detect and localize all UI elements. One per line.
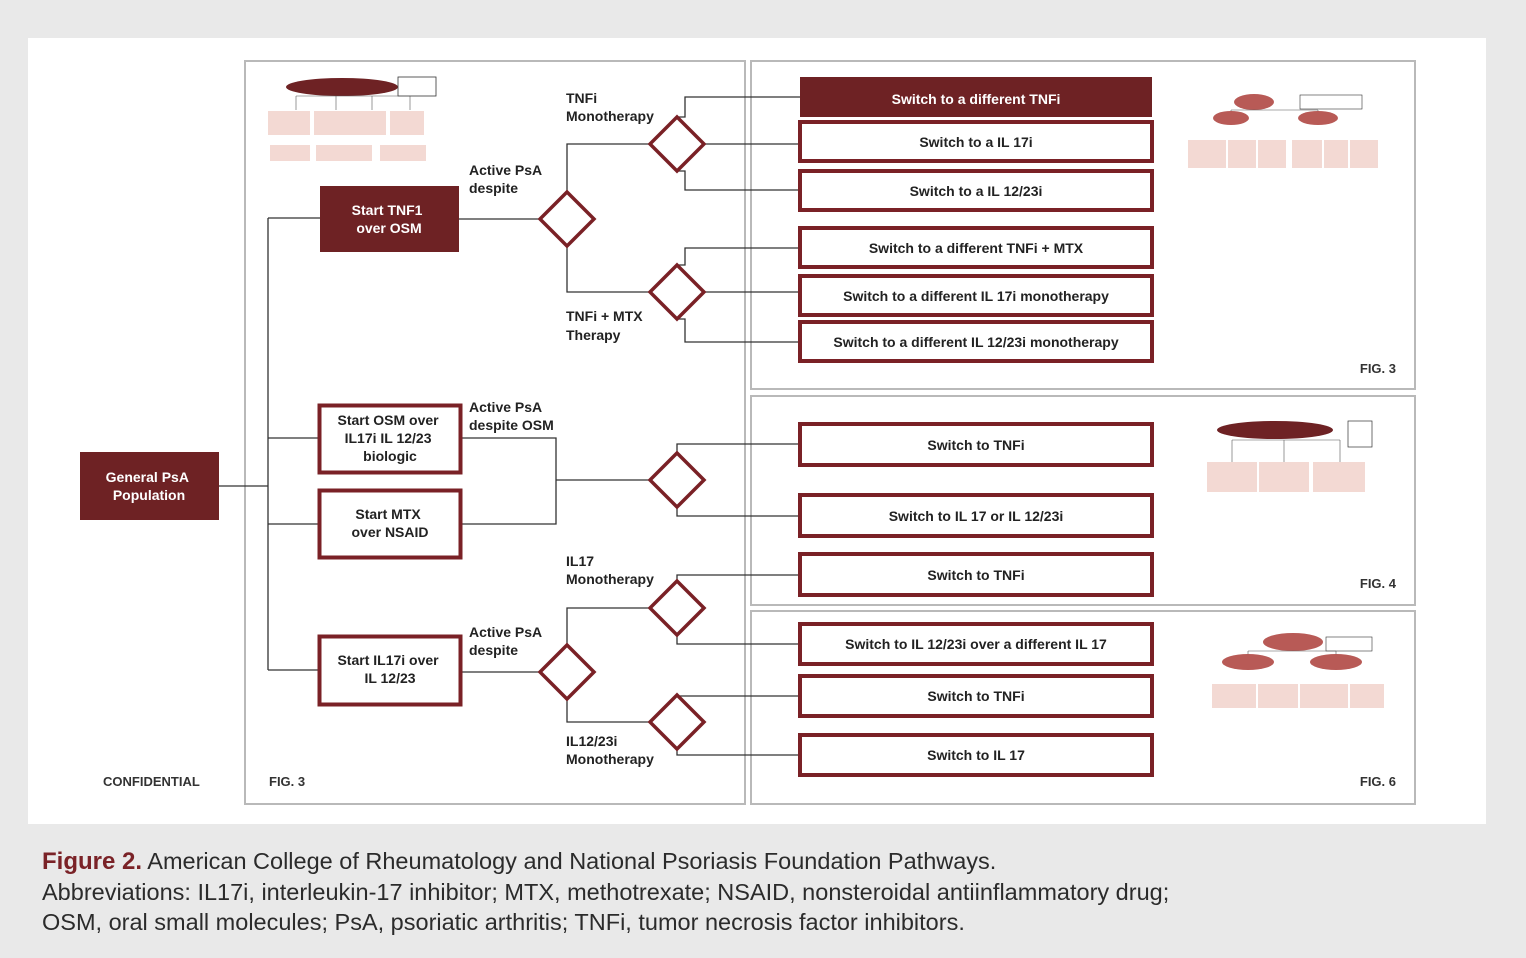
decision-diamond [537, 642, 597, 702]
svg-text:Start IL17i over IL 12/23: Start IL17i over IL 12/23 [337, 652, 442, 686]
start-osm-line2: IL17i IL 12/23 [345, 430, 432, 446]
right-frame-top [750, 60, 1416, 390]
start-osm-box [317, 403, 463, 475]
svg-text:Start TNF1 over OSM: Start TNF1 over OSM [352, 202, 427, 236]
thumbnail-right-top [1188, 94, 1378, 168]
label-active-despite-osm: Active PsA despite OSM [469, 399, 554, 433]
start-mtx-box [317, 488, 463, 560]
start-mtx-line1: Start MTX [355, 506, 421, 522]
outcome-box [798, 733, 1154, 777]
start-il17-box [317, 634, 463, 707]
outcome-text: Switch to a IL 12/23i [910, 183, 1043, 199]
start-tnf-line1: Start TNF1 [352, 202, 423, 218]
caption-title: American College of Rheumatology and Nat… [142, 848, 997, 874]
outcome-text: Switch to TNFi [927, 688, 1024, 704]
thumbnail-right-bot [1212, 633, 1384, 708]
outcome-box [798, 274, 1154, 317]
label-active-despite-1: Active PsA despite [469, 162, 546, 196]
label-tnfi-mono: TNFi Monotherapy [566, 90, 654, 124]
label-il1223-mono: IL12/23i Monotherapy [566, 733, 654, 767]
decision-diamond [537, 189, 597, 249]
right-frame-mid [750, 395, 1416, 606]
start-osm-line1: Start OSM over [337, 412, 439, 428]
outcome-text: Switch to IL 12/23i over a different IL … [845, 636, 1107, 652]
outcome-box [798, 120, 1154, 163]
caption-figure-label: Figure 2. [42, 848, 143, 875]
decision-diamonds [537, 114, 707, 752]
thumbnail-right-mid [1207, 420, 1373, 492]
general-psa-line2: Population [113, 487, 185, 503]
outcome-box [798, 169, 1154, 212]
fig-label-right-bot: FIG. 6 [1360, 774, 1396, 789]
outcome-box [798, 493, 1154, 538]
right-frame-bot [750, 610, 1416, 805]
outcome-box [798, 320, 1154, 363]
decision-diamond [647, 114, 707, 174]
label-active-despite-2: Active PsA despite [469, 624, 546, 658]
outcome-box-filled [800, 77, 1152, 117]
left-frame [244, 60, 746, 805]
start-il17-line1: Start IL17i over [337, 652, 439, 668]
outcome-text: Switch to a different IL 17i monotherapy [843, 288, 1109, 304]
general-psa-line1: General PsA [106, 469, 189, 485]
figure-caption: Figure 2. American College of Rheumatolo… [42, 846, 1492, 937]
start-tnf-line2: over OSM [356, 220, 421, 236]
outcome-text: Switch to IL 17 or IL 12/23i [889, 508, 1064, 524]
decision-diamond [647, 692, 707, 752]
svg-text:Start OSM over IL17i IL 12: Start OSM over IL17i IL 12/23 biologic [337, 412, 442, 464]
start-il17-line2: IL 12/23 [364, 670, 415, 686]
outcome-text: Switch to TNFi [927, 437, 1024, 453]
fig-label-right-top: FIG. 3 [1360, 361, 1396, 376]
outcome-box [798, 422, 1154, 467]
decision-diamond [647, 262, 707, 322]
svg-text:Start MTX over NSAID: Start MTX over NSAID [351, 506, 428, 540]
confidential-label: CONFIDENTIAL [103, 774, 200, 789]
thumbnail-left-top [268, 76, 437, 161]
outcome-text: Switch to a different TNFi [892, 91, 1061, 107]
start-osm-line3: biologic [363, 448, 417, 464]
outcome-box [798, 622, 1154, 666]
caption-abbreviations-line1: Abbreviations: IL17i, interleukin-17 inh… [42, 879, 1170, 905]
outcome-box [798, 226, 1154, 269]
outcome-text: Switch to a different IL 12/23i monother… [833, 334, 1118, 350]
start-mtx-line2: over NSAID [351, 524, 428, 540]
label-il17-mono: IL17 Monotherapy [566, 553, 654, 587]
outcome-box [798, 674, 1154, 718]
outcome-text: Switch to a IL 17i [919, 134, 1032, 150]
decision-diamond [647, 450, 707, 510]
decision-diamond [647, 578, 707, 638]
fig-label-left: FIG. 3 [269, 774, 305, 789]
outcome-text: Switch to a different TNFi + MTX [869, 240, 1084, 256]
svg-text:General PsA Population: General PsA Population [106, 469, 193, 503]
start-tnf-box [320, 186, 459, 252]
outcome-box [798, 552, 1154, 597]
fig-label-right-mid: FIG. 4 [1360, 576, 1397, 591]
general-psa-box [80, 452, 219, 520]
caption-abbreviations-line2: OSM, oral small molecules; PsA, psoriati… [42, 909, 965, 935]
label-tnfi-mtx: TNFi + MTX Therapy [566, 308, 647, 343]
outcome-text: Switch to TNFi [927, 567, 1024, 583]
outcome-text: Switch to IL 17 [927, 747, 1025, 763]
